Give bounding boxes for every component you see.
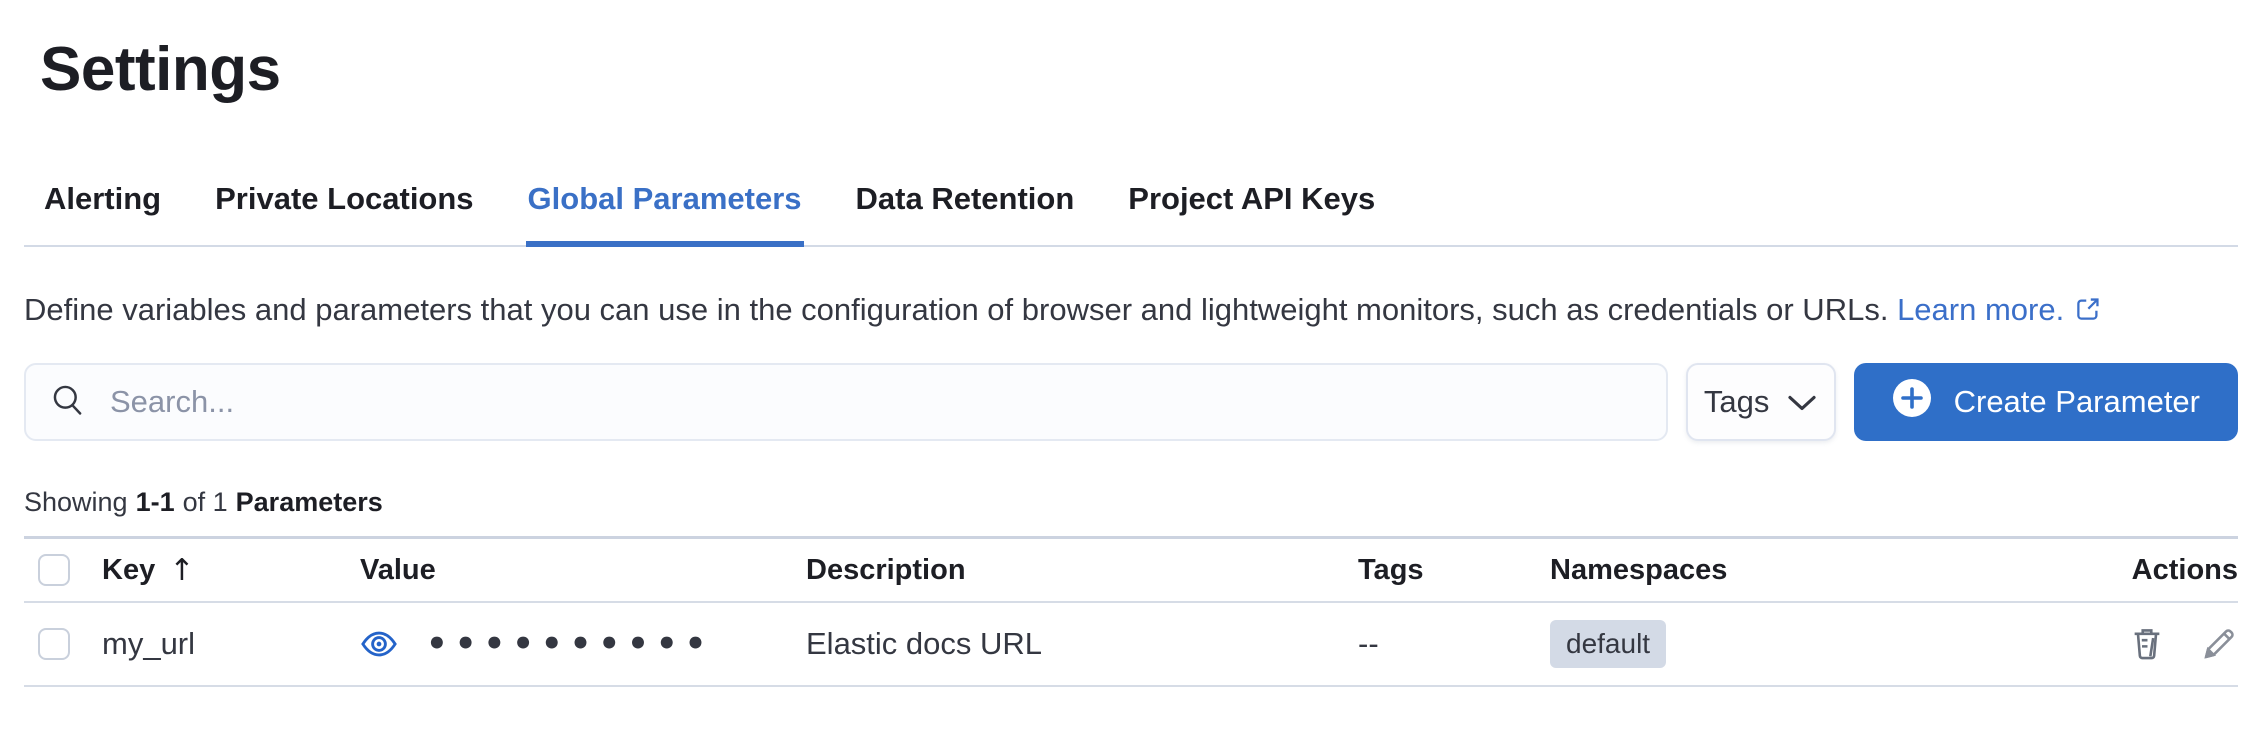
sort-ascending-arrow: ↑ [169, 552, 195, 588]
tags-filter-label: Tags [1703, 384, 1770, 419]
table-row: my_url •••••••••• Elastic docs URL -- de… [24, 603, 2238, 687]
cell-tags: -- [1358, 626, 1379, 661]
search-box[interactable] [24, 363, 1668, 441]
plus-in-circle-icon [1892, 378, 1932, 426]
cell-description: Elastic docs URL [806, 626, 1043, 661]
tab-project-api-keys[interactable]: Project API Keys [1128, 181, 1376, 216]
summary-range: 1-1 [135, 487, 175, 517]
search-input[interactable] [108, 383, 1642, 421]
parameters-toolbar: Tags Create Parameter [24, 363, 2238, 441]
learn-more-link[interactable]: Learn more. [1897, 292, 2102, 327]
summary-entity: Parameters [235, 487, 383, 517]
masked-value: •••••••••• [426, 624, 714, 664]
settings-page: Settings Alerting Private Locations Glob… [24, 35, 2238, 687]
column-header-key[interactable]: Key ↑ [102, 552, 195, 588]
create-parameter-button[interactable]: Create Parameter [1853, 363, 2238, 441]
tab-alerting[interactable]: Alerting [44, 181, 162, 216]
cell-value: •••••••••• [360, 624, 806, 664]
parameters-table: Key ↑ Value Description Tags Namespaces … [24, 536, 2238, 687]
column-header-value: Value [360, 553, 436, 586]
chevron-down-icon [1787, 384, 1817, 420]
page-title: Settings [40, 35, 281, 104]
cell-namespaces: default [1550, 620, 2106, 668]
select-all-checkbox[interactable] [38, 554, 70, 586]
create-parameter-label: Create Parameter [1953, 384, 2200, 419]
eye-icon[interactable] [360, 625, 398, 663]
trash-icon[interactable] [2128, 625, 2166, 663]
row-checkbox[interactable] [38, 628, 70, 660]
cell-actions [2106, 625, 2238, 663]
column-header-tags: Tags [1358, 553, 1424, 586]
summary-middle: of 1 [182, 487, 228, 517]
search-icon [50, 382, 86, 423]
description-text: Define variables and parameters that you… [24, 292, 1889, 327]
results-summary: Showing 1-1 of 1 Parameters [24, 487, 2238, 518]
namespace-badge: default [1550, 620, 1667, 668]
summary-prefix: Showing [24, 487, 128, 517]
external-link-icon [2074, 288, 2102, 337]
column-header-namespaces: Namespaces [1550, 553, 1728, 586]
tags-filter-button[interactable]: Tags [1685, 363, 1836, 441]
tab-data-retention[interactable]: Data Retention [855, 181, 1075, 216]
pencil-icon[interactable] [2200, 625, 2238, 663]
column-header-actions: Actions [2131, 553, 2238, 586]
settings-tabs: Alerting Private Locations Global Parame… [24, 181, 2238, 247]
page-description: Define variables and parameters that you… [24, 285, 2224, 337]
tab-private-locations[interactable]: Private Locations [215, 181, 474, 216]
cell-key: my_url [102, 626, 196, 661]
tab-global-parameters[interactable]: Global Parameters [525, 181, 804, 247]
table-header-row: Key ↑ Value Description Tags Namespaces … [24, 539, 2238, 603]
column-header-description: Description [806, 553, 966, 586]
